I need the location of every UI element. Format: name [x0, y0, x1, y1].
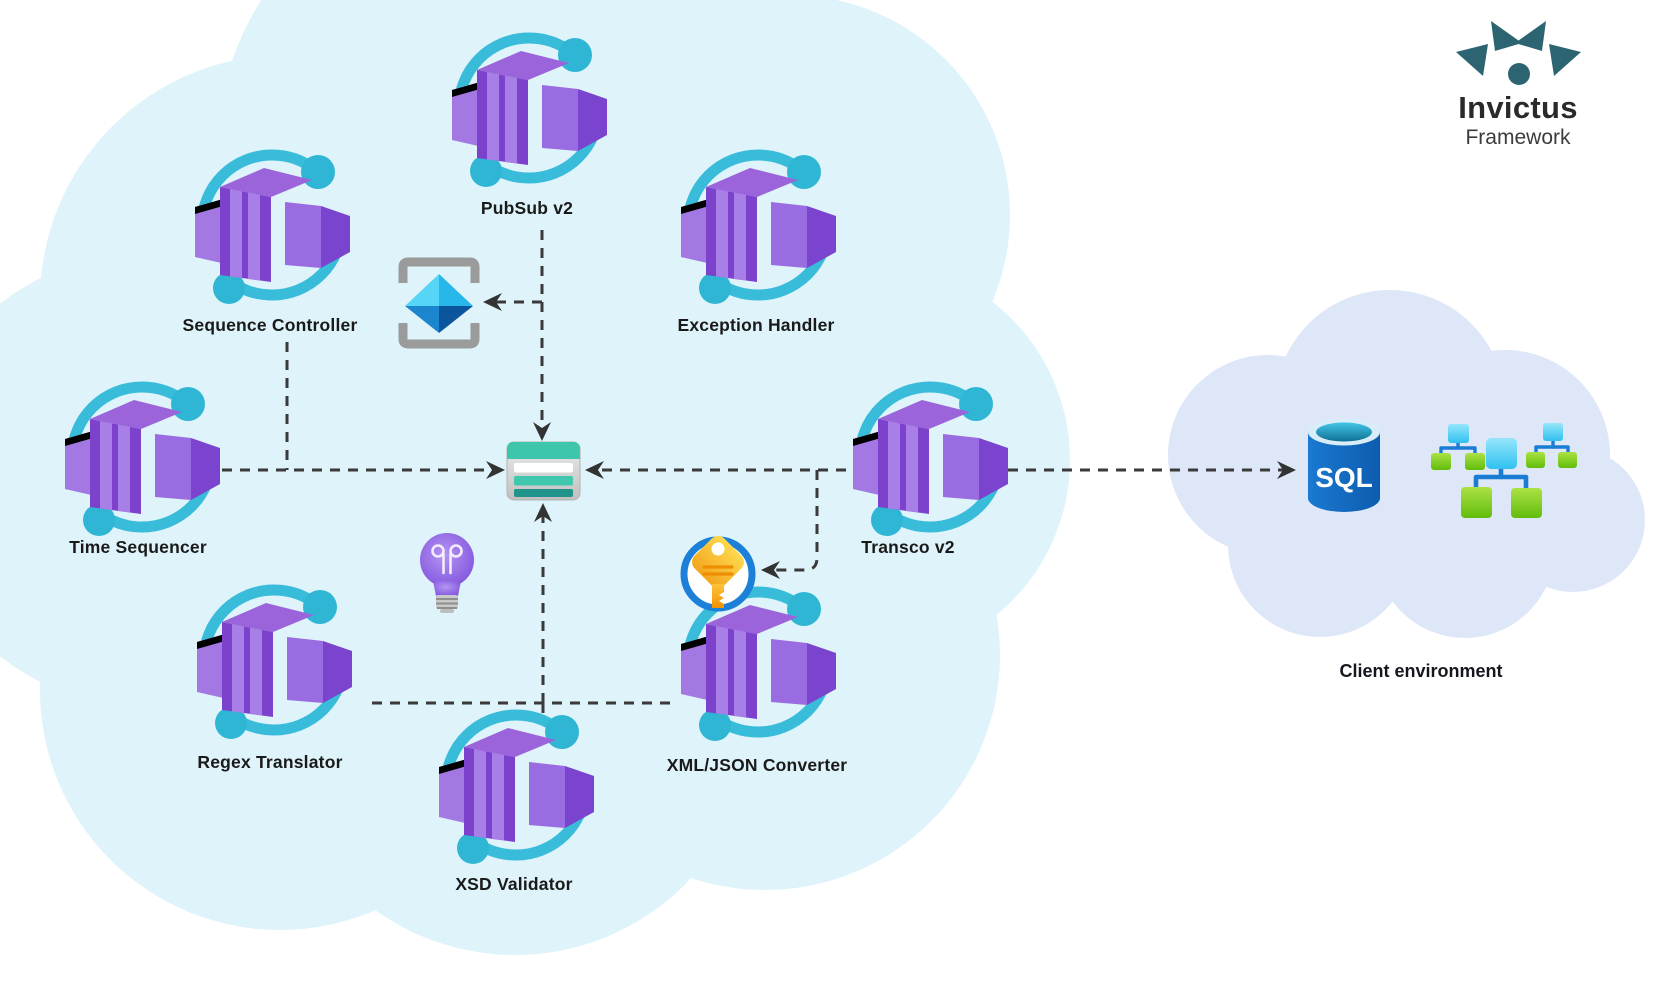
lightbulb-icon — [420, 533, 474, 613]
node-label-xml-json-converter: XML/JSON Converter — [666, 755, 848, 775]
connectors — [222, 230, 1290, 716]
node-label-pubsub-v2: PubSub v2 — [480, 198, 574, 218]
org-hierarchy-icon — [1431, 423, 1577, 518]
sql-database-icon: SQL — [1308, 418, 1380, 512]
brand-name: Invictus — [1458, 90, 1578, 125]
node-label-regex-translator: Regex Translator — [197, 752, 343, 772]
invictus-eye-logo — [1456, 21, 1581, 85]
queue-icon — [506, 441, 581, 501]
brand-subtitle: Framework — [1465, 126, 1571, 149]
node-label-xsd-validator: XSD Validator — [455, 874, 573, 894]
client-environment-label: Client environment — [1339, 661, 1503, 681]
key-icon — [680, 536, 756, 612]
node-label-exception-handler: Exception Handler — [677, 315, 835, 335]
node-label-time-sequencer: Time Sequencer — [69, 537, 207, 557]
connector-to-key — [766, 470, 819, 572]
message-envelope-icon — [398, 257, 480, 349]
node-label-transco-v2: Transco v2 — [861, 537, 955, 557]
sql-label: SQL — [1315, 462, 1373, 493]
node-label-sequence-controller: Sequence Controller — [182, 315, 358, 335]
